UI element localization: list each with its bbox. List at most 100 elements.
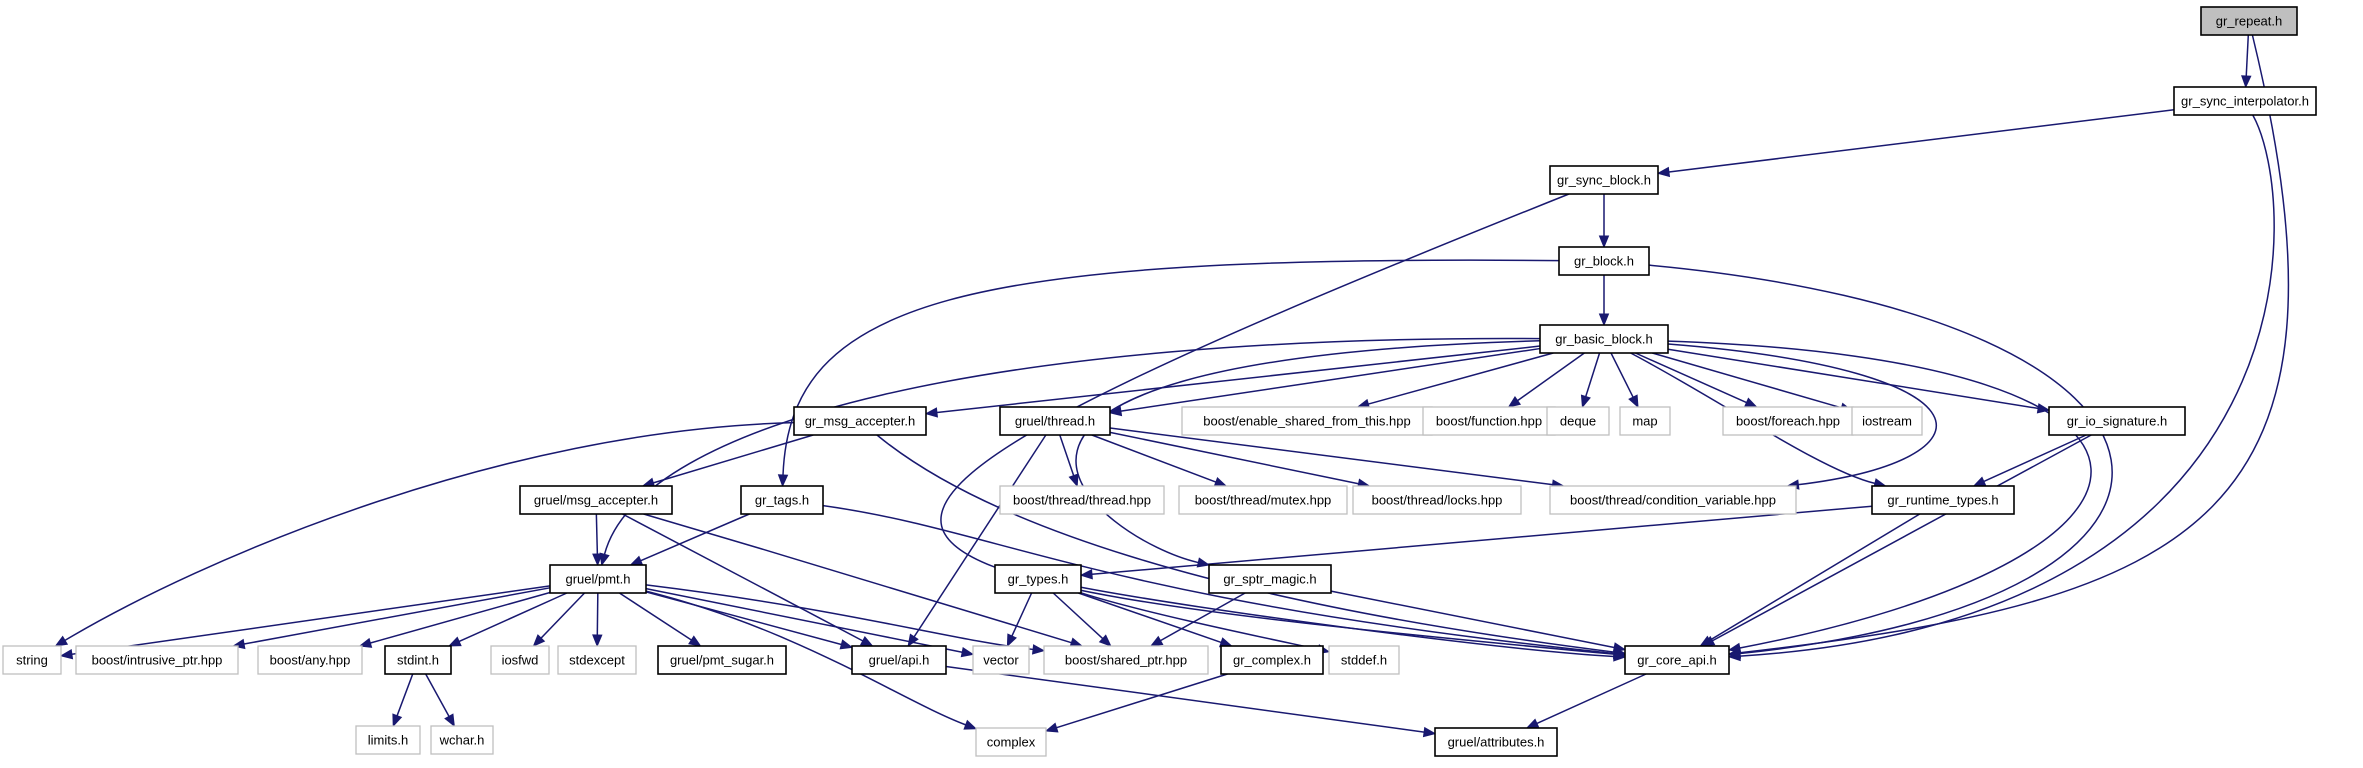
node-box <box>994 564 1082 594</box>
node-box <box>1043 645 1209 675</box>
node-box <box>1624 645 1730 675</box>
edge-line <box>603 337 1541 555</box>
node-gr-core-api-h[interactable]: gr_core_api.h <box>1624 645 1730 675</box>
node-gr-basic-block-h[interactable]: gr_basic_block.h <box>1539 324 1669 354</box>
edge-line <box>1091 505 1873 576</box>
node-stdint-h[interactable]: stdint.h <box>384 645 452 675</box>
edge-gr_block_h-to-gr_tags_h <box>777 259 1560 488</box>
node-label: iosfwd <box>502 653 539 668</box>
edge-line <box>2245 34 2250 77</box>
edge-gr_basic_block_h-to-gr_io_signature_h <box>1667 348 2051 414</box>
node-box <box>1178 485 1348 515</box>
edge-gruel_pmt_h-to-vector <box>645 587 975 658</box>
arrowhead-icon <box>1006 633 1017 648</box>
edge-line <box>782 259 1560 476</box>
node-label: boost/intrusive_ptr.hpp <box>92 653 223 668</box>
node-label: gr_core_api.h <box>1637 653 1717 668</box>
node-box <box>1546 406 1610 436</box>
node-layer: gr_repeat.h gr_sync_interpolator.h gr_sync… <box>2 6 2317 757</box>
arrowhead-icon <box>447 636 462 647</box>
node-gr-types-h[interactable]: gr_types.h <box>994 564 1082 594</box>
node-box <box>1328 645 1400 675</box>
node-gr-block-h[interactable]: gr_block.h <box>1558 246 1650 276</box>
node-label: boost/thread/thread.hpp <box>1013 493 1151 508</box>
node-box <box>1208 564 1332 594</box>
node-gruel-thread-h[interactable]: gruel/thread.h <box>999 406 1111 436</box>
edge-line <box>1330 590 1615 649</box>
node-gr-io-signature-h[interactable]: gr_io_signature.h <box>2048 406 2186 436</box>
edge-gr_basic_block_h-to-deque <box>1580 352 1601 409</box>
node-gruel-pmt-sugar-h[interactable]: gruel/pmt_sugar.h <box>657 645 787 675</box>
node-label: boost/thread/mutex.hpp <box>1195 493 1332 508</box>
edge-line <box>936 345 1541 414</box>
edge-gr_basic_block_h-to-map <box>1610 352 1639 409</box>
node-box <box>793 406 927 436</box>
node-box <box>384 645 452 675</box>
edge-gr_sync_block_h-to-gr_block_h <box>1598 194 1610 249</box>
node-label: gruel/msg_accepter.h <box>534 493 658 508</box>
node-label: gruel/pmt.h <box>565 572 630 587</box>
node-box <box>740 485 824 515</box>
edge-gruel_thread_h-to-boost_thread_thread <box>1059 434 1079 488</box>
edge-line <box>1610 352 1634 398</box>
node-box <box>557 645 637 675</box>
node-gr-complex-h[interactable]: gr_complex.h <box>1220 645 1324 675</box>
edge-line <box>1109 431 1359 485</box>
edge-line <box>619 592 692 641</box>
node-box <box>549 564 647 594</box>
edge-line <box>1075 340 1541 564</box>
edge-line <box>1120 347 1541 412</box>
edge-line <box>1056 673 1228 729</box>
arrowhead-icon <box>1613 651 1627 662</box>
edge-gruel_pmt_h-to-boost_intrusive_ptr <box>231 587 551 650</box>
node-gr-sync-block-h[interactable]: gr_sync_block.h <box>1549 165 1659 195</box>
node-label: gr_runtime_types.h <box>1887 493 1998 508</box>
node-gruel-msg-accepter-h[interactable]: gruel/msg_accepter.h <box>519 485 673 515</box>
arrowhead-icon <box>1580 394 1591 409</box>
node-boost-thread-thread: boost/thread/thread.hpp <box>999 485 1165 515</box>
node-box <box>75 645 239 675</box>
arrowhead-icon <box>1031 644 1046 655</box>
edge-line <box>458 592 568 643</box>
edge-gruel_thread_h-to-boost_thread_locks <box>1109 431 1371 489</box>
edge-line <box>595 513 599 555</box>
node-label: gr_complex.h <box>1233 653 1311 668</box>
node-boost-foreach: boost/foreach.hpp <box>1722 406 1854 436</box>
edge-gr_types_h-to-boost_shared_ptr <box>1052 592 1112 647</box>
edge-line <box>622 513 864 642</box>
node-gr-runtime-types-h[interactable]: gr_runtime_types.h <box>1871 485 2015 515</box>
node-box <box>1549 165 1659 195</box>
node-gr-sptr-magic-h[interactable]: gr_sptr_magic.h <box>1208 564 1332 594</box>
node-gruel-attributes-h[interactable]: gruel/attributes.h <box>1434 727 1558 757</box>
edge-gr_repeat_h-to-gr_sync_interpolator_h <box>2241 34 2252 89</box>
arrowhead-icon <box>392 713 403 728</box>
node-gr-repeat-h: gr_repeat.h <box>2200 6 2298 36</box>
edge-line <box>1668 109 2175 173</box>
edge-gruel_pmt_h-to-complex <box>645 590 978 730</box>
node-gr-msg-accepter-h[interactable]: gr_msg_accepter.h <box>793 406 927 436</box>
node-box <box>1871 485 2015 515</box>
arrowhead-icon <box>688 635 702 647</box>
edge-stdint_h-to-wchar_h <box>425 673 455 728</box>
edge-line <box>1517 352 1585 402</box>
node-gruel-pmt-h[interactable]: gruel/pmt.h <box>549 564 647 594</box>
arrowhead-icon <box>777 474 789 488</box>
edge-gr_basic_block_h-to-gruel_pmt_h <box>599 337 1541 567</box>
arrowhead-icon <box>1699 635 1713 647</box>
node-boost-any: boost/any.hpp <box>257 645 363 675</box>
node-string: string <box>2 645 62 675</box>
edge-gruel_pmt_h-to-string <box>59 585 551 660</box>
arrowhead-icon <box>1149 635 1164 647</box>
node-gr-sync-interpolator-h[interactable]: gr_sync_interpolator.h <box>2173 86 2317 116</box>
node-label: boost/enable_shared_from_this.hpp <box>1203 414 1410 429</box>
node-gruel-api-h[interactable]: gruel/api.h <box>851 645 947 675</box>
node-stdexcept: stdexcept <box>557 645 637 675</box>
edge-gruel_pmt_h-to-boost_any <box>358 591 551 648</box>
edge-line <box>1635 352 1747 404</box>
node-label: gr_repeat.h <box>2216 14 2283 29</box>
arrowhead-icon <box>1743 397 1758 408</box>
node-label: iostream <box>1862 414 1912 429</box>
edge-line <box>645 590 966 726</box>
node-box <box>1851 406 1923 436</box>
node-gr-tags-h[interactable]: gr_tags.h <box>740 485 824 515</box>
